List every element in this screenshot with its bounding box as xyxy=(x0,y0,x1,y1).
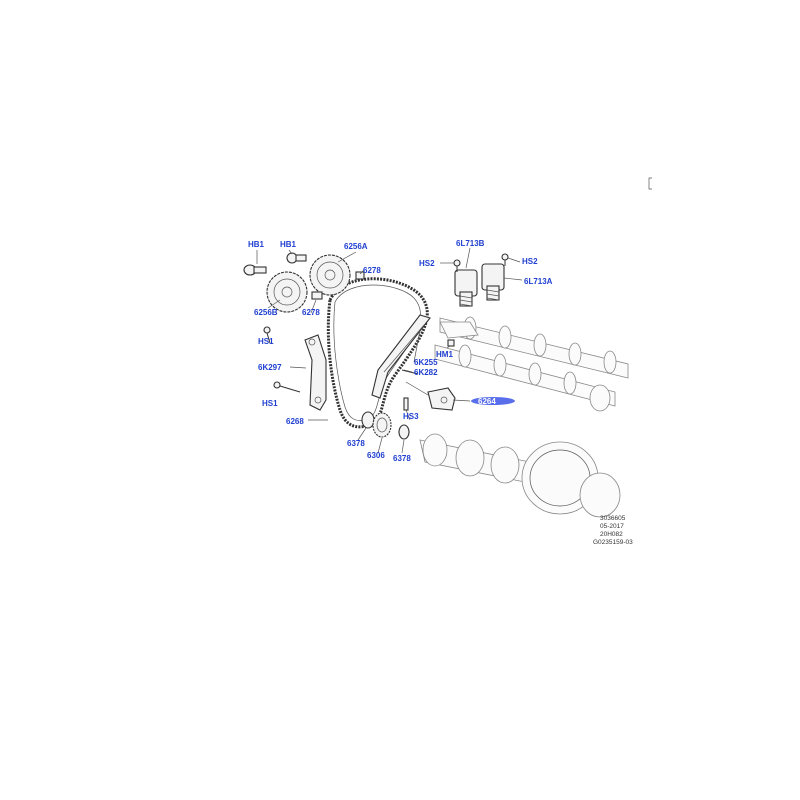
highlight-6264 xyxy=(471,397,515,405)
ref-line-1: 3036605 xyxy=(600,515,626,522)
corner-mark xyxy=(648,177,652,190)
crankshaft xyxy=(419,433,621,518)
label-6k297: 6K297 xyxy=(258,363,282,372)
leader-lines xyxy=(256,247,523,454)
ring-6378-left xyxy=(361,411,375,429)
bracket-hm1 xyxy=(439,321,479,339)
label-6k282: 6K282 xyxy=(414,368,438,377)
ref-line-3: 20H082 xyxy=(600,531,623,538)
label-6256a: 6256A xyxy=(344,242,368,251)
label-6k255: 6K255 xyxy=(414,358,438,367)
bolt-hs1-bottom xyxy=(273,381,301,393)
bolt-hb1-left xyxy=(243,264,267,276)
timing-chain xyxy=(326,277,429,429)
washer-6278-top xyxy=(355,271,365,280)
label-6378-right: 6378 xyxy=(393,454,411,463)
bolt-hs3 xyxy=(403,397,409,411)
label-hm1: HM1 xyxy=(436,350,453,359)
sprocket-6256a xyxy=(309,254,351,296)
solenoid-6l713a xyxy=(481,263,505,301)
solenoid-6l713b xyxy=(454,269,478,307)
label-hs3: HS3 xyxy=(403,412,419,421)
chain-guide-6k255 xyxy=(371,314,431,399)
tensioner-arm-6k297 xyxy=(304,334,327,411)
label-6378-left: 6378 xyxy=(347,439,365,448)
label-6306: 6306 xyxy=(367,451,385,460)
crank-sprocket-6306 xyxy=(372,412,392,438)
label-hs2-right: HS2 xyxy=(522,257,538,266)
ring-6378-right xyxy=(398,424,410,440)
label-6l713a: 6L713A xyxy=(524,277,553,286)
label-6264: 6264 xyxy=(478,397,496,406)
ref-line-2: 05-2017 xyxy=(600,523,624,530)
ref-line-4: G0235159-03 xyxy=(593,539,633,546)
bolt-hb1-right xyxy=(286,252,307,264)
label-6l713b: 6L713B xyxy=(456,239,485,248)
label-6256b: 6256B xyxy=(254,308,278,317)
label-hb1-left: HB1 xyxy=(248,240,265,249)
label-6278-top: 6278 xyxy=(363,266,381,275)
bolt-hs2-right xyxy=(501,253,509,266)
bolt-6k282 xyxy=(401,369,419,375)
label-hb1-right: HB1 xyxy=(280,240,297,249)
label-hs1-top: HS1 xyxy=(258,337,274,346)
camshaft-lower xyxy=(434,344,616,412)
label-6278-mid: 6278 xyxy=(302,308,320,317)
label-hs1-bottom: HS1 xyxy=(262,399,278,408)
label-6268: 6268 xyxy=(286,417,304,426)
sprocket-6256b xyxy=(266,271,308,313)
bolt-hs1-top xyxy=(263,326,271,344)
tensioner-6264 xyxy=(427,387,456,411)
washer-6278-mid xyxy=(311,291,323,300)
label-hs2-left: HS2 xyxy=(419,259,435,268)
